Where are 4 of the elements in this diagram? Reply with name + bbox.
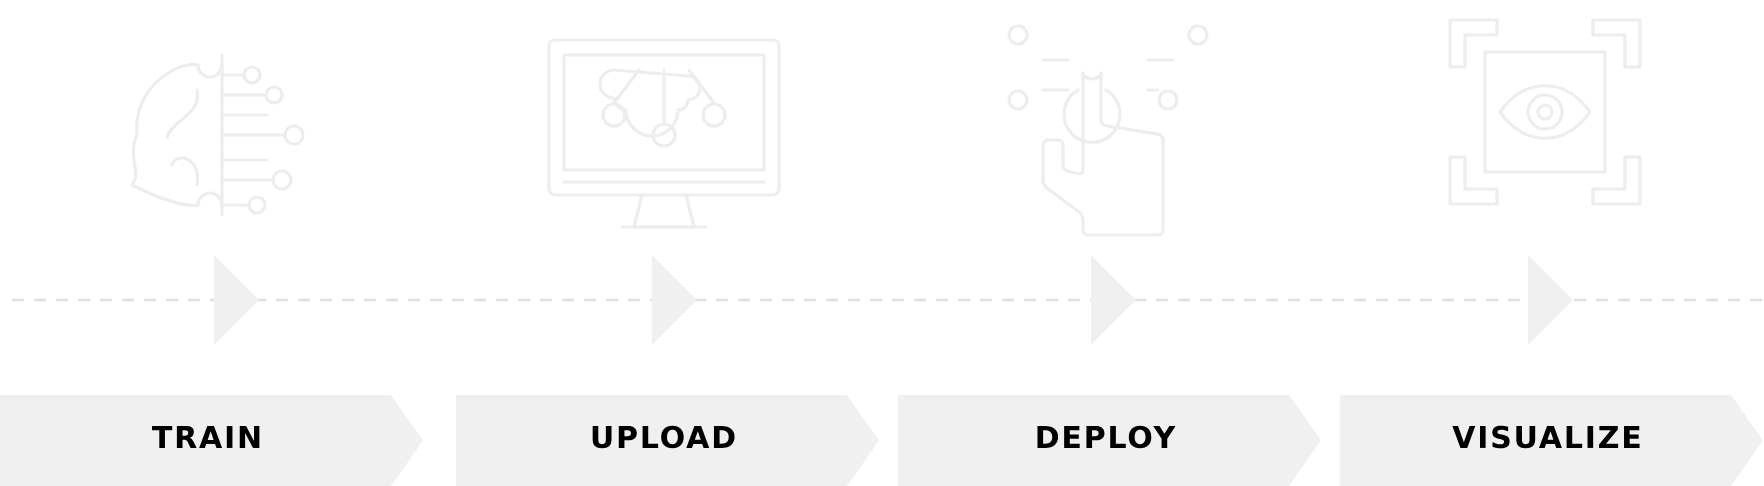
chevron-band: TRAIN bbox=[0, 395, 423, 486]
chevron-band: UPLOAD bbox=[456, 395, 879, 486]
chevron-band: DEPLOY bbox=[898, 395, 1321, 486]
chevron-band: VISUALIZE bbox=[1340, 395, 1763, 486]
